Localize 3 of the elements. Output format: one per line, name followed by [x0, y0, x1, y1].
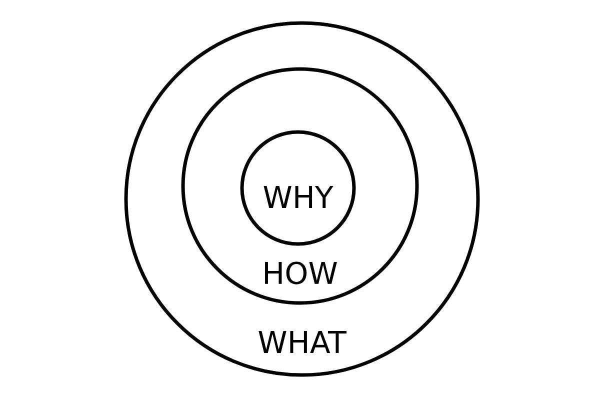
circle-label: WHAT [258, 331, 346, 353]
circle-label: HOW [265, 262, 337, 284]
circle-label: WHY [264, 186, 334, 208]
